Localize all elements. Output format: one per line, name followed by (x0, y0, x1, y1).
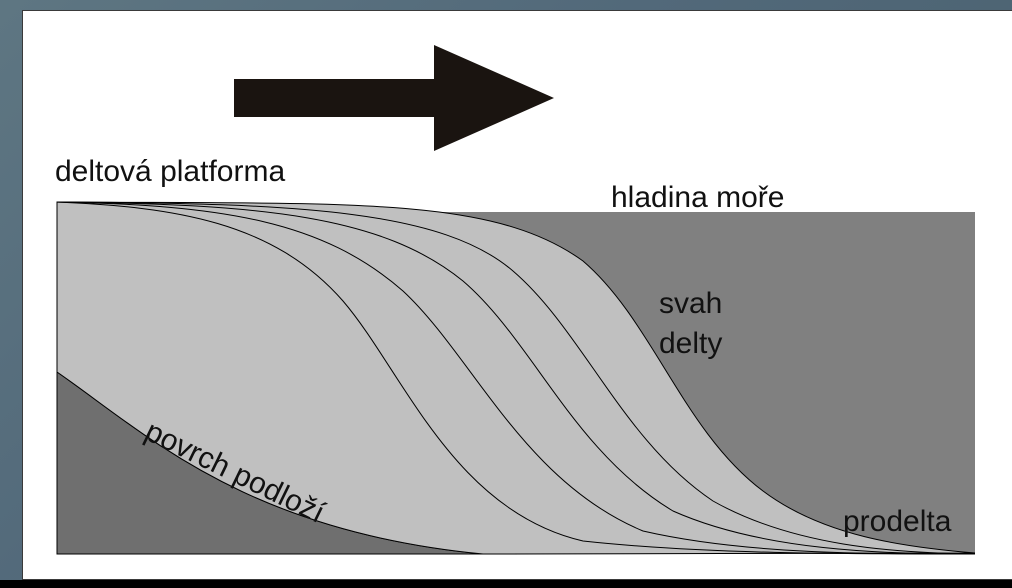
bottom-bar (0, 580, 1012, 588)
label-hladina-more: hladina moře (611, 181, 784, 214)
slide: deltová platforma hladina moře svah delt… (22, 10, 1012, 580)
label-delty: delty (659, 327, 722, 360)
delta-diagram: deltová platforma hladina moře svah delt… (55, 45, 976, 555)
delta-deposit (56, 201, 976, 555)
label-prodelta: prodelta (843, 505, 952, 538)
label-deltova-platforma: deltová platforma (55, 155, 285, 188)
foreset-line-4 (56, 201, 976, 555)
foreset-line-3 (56, 201, 976, 555)
label-svah: svah (659, 287, 722, 320)
foreset-line-2 (56, 201, 976, 555)
progradation-arrow (234, 45, 554, 151)
foreset-line-1 (56, 201, 976, 555)
